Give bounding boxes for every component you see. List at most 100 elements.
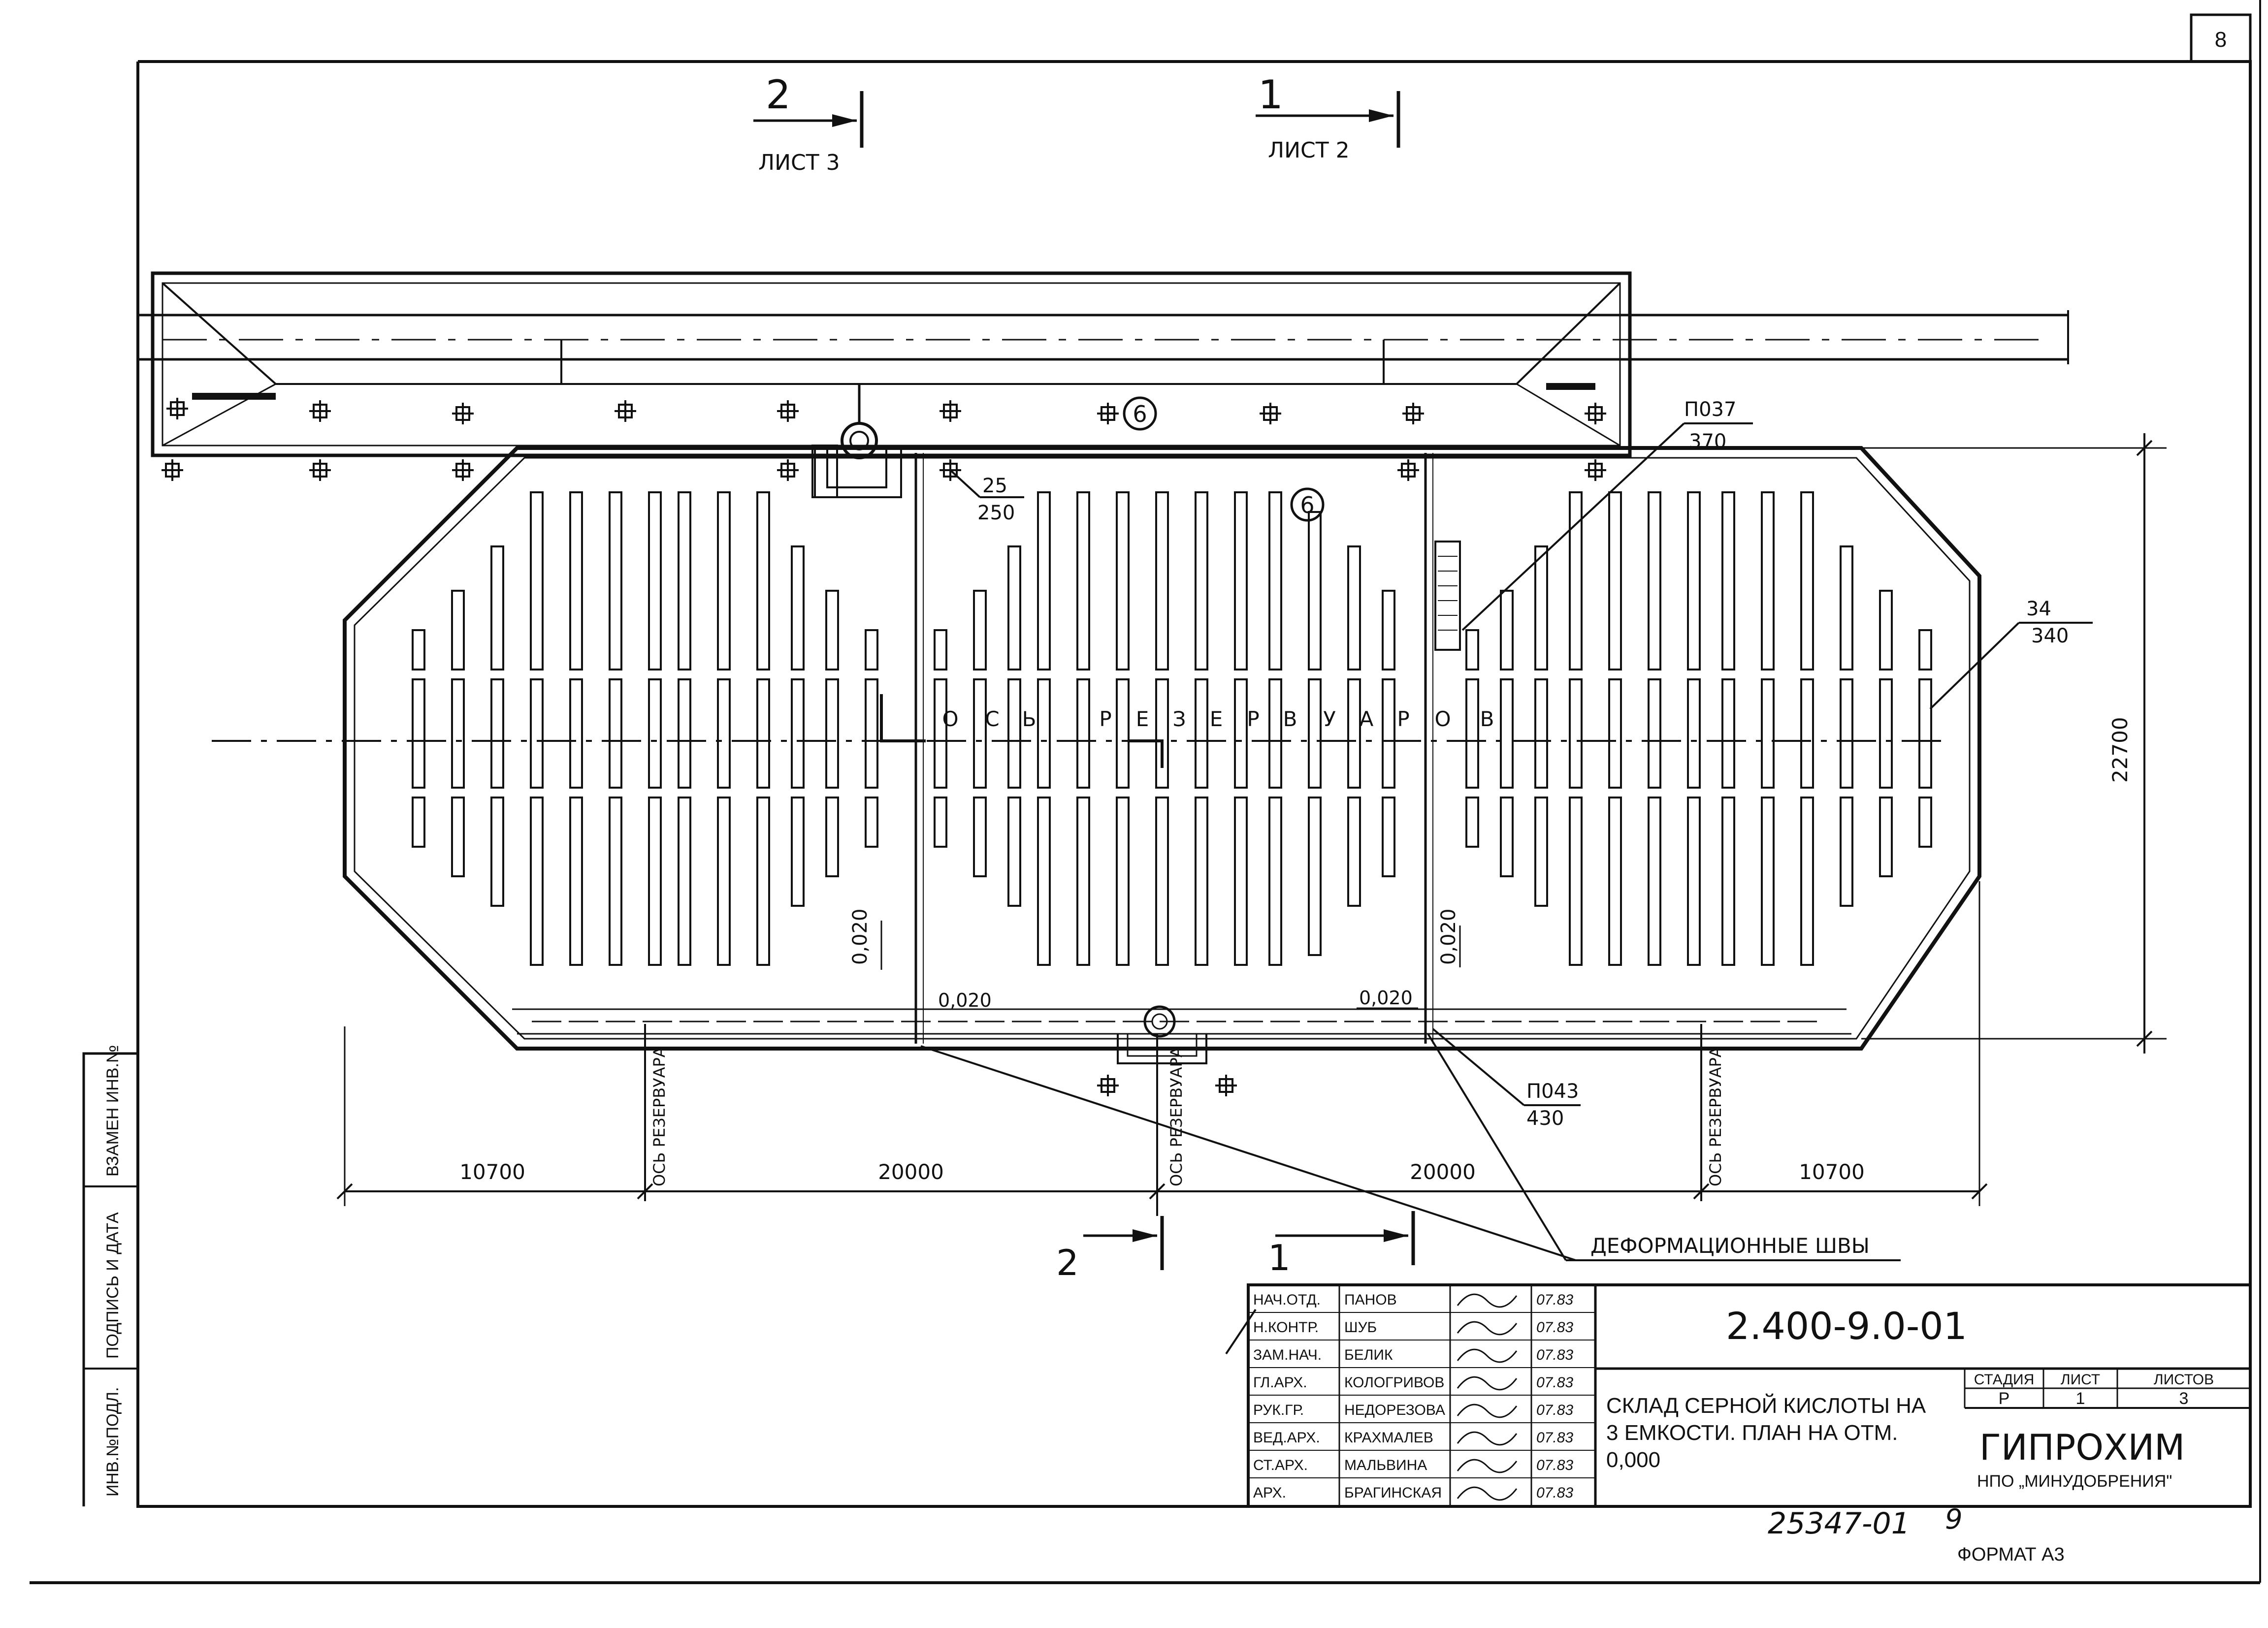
- name: МАЛЬВИНА: [1344, 1457, 1427, 1473]
- support-bar: [791, 545, 805, 670]
- support-bar: [1761, 678, 1775, 789]
- support-bar: [678, 678, 691, 789]
- tank-axis-label: ОСЬ РЕЗЕРВУАРА: [1167, 1047, 1186, 1186]
- support-bar: [1800, 491, 1814, 670]
- axis-letter: Е: [1136, 707, 1149, 731]
- column-marker: [166, 398, 188, 419]
- role: РУК.ГР.: [1253, 1402, 1304, 1418]
- support-bar: [1347, 797, 1361, 907]
- axis-letter: С: [985, 707, 999, 731]
- support-bar: [1382, 678, 1395, 789]
- support-bar: [451, 590, 465, 670]
- support-bar: [1800, 678, 1814, 789]
- support-bar: [973, 678, 987, 789]
- callout-bottom: 370: [1689, 430, 1726, 453]
- support-bar: [1800, 797, 1814, 966]
- dimension-label: 22700: [2108, 717, 2132, 783]
- tank-axis-label: ОСЬ РЕЗЕРВУАРА: [1706, 1047, 1725, 1186]
- dimension-label: 20000: [878, 1160, 944, 1184]
- support-bar: [1608, 491, 1622, 670]
- signature: [1457, 1459, 1518, 1473]
- name: БЕЛИК: [1344, 1347, 1393, 1363]
- column-marker: [1397, 459, 1419, 481]
- stage-value: Р: [1999, 1389, 2010, 1408]
- role: ВЕД.АРХ.: [1253, 1430, 1320, 1446]
- column-marker: [309, 400, 331, 422]
- support-bar: [865, 797, 878, 848]
- upper-trench: [138, 271, 2069, 498]
- support-bar: [1721, 491, 1735, 670]
- support-bar: [1840, 797, 1853, 907]
- archive-number: 25347-01: [1768, 1506, 1910, 1541]
- role: Н.КОНТР.: [1253, 1319, 1319, 1336]
- stamp-signature-date: ПОДПИСЬ И ДАТА: [103, 1212, 122, 1359]
- section-number: 1: [1258, 72, 1283, 118]
- support-bar: [1500, 590, 1514, 670]
- support-bar: [678, 491, 691, 670]
- column-marker: [1097, 403, 1119, 424]
- column-marker: [452, 403, 474, 424]
- sheet-value: 1: [2076, 1389, 2085, 1408]
- support-bar: [1918, 678, 1932, 789]
- column-marker: [940, 400, 961, 422]
- support-bar: [1308, 797, 1322, 956]
- column-marker: [1097, 1075, 1119, 1096]
- support-bar: [1037, 797, 1051, 966]
- section-number: 2: [766, 72, 791, 118]
- support-bar: [1465, 678, 1479, 789]
- support-bar: [1721, 678, 1735, 789]
- date: 07.83: [1536, 1292, 1573, 1308]
- support-bar: [412, 678, 425, 789]
- support-bar: [648, 678, 662, 789]
- name: КРАХМАЛЕВ: [1344, 1430, 1433, 1446]
- callout-bottom: 430: [1526, 1107, 1564, 1130]
- date: 07.83: [1536, 1374, 1573, 1391]
- support-bar: [1840, 678, 1853, 789]
- role: ЗАМ.НАЧ.: [1253, 1347, 1322, 1363]
- support-bar: [1234, 797, 1248, 966]
- support-bar: [1721, 797, 1735, 966]
- callout-6-top: 6: [1123, 396, 1157, 431]
- support-bar: [1268, 491, 1282, 670]
- support-bar: [1687, 491, 1701, 670]
- support-bar: [490, 797, 504, 907]
- support-bar: [865, 629, 878, 670]
- column-marker: [1402, 403, 1424, 424]
- column-marker: [1215, 1075, 1237, 1096]
- axis-letter: Р: [1099, 707, 1111, 731]
- column-marker: [162, 459, 183, 481]
- support-bar: [1879, 797, 1893, 877]
- section-number: 1: [1268, 1237, 1291, 1278]
- axis-letter: У: [1323, 707, 1336, 731]
- organization-name: ГИПРОХИМ: [1979, 1427, 2185, 1468]
- callout-p043: П043 430: [1432, 1028, 1581, 1130]
- support-bar: [1382, 797, 1395, 877]
- support-bar: [934, 629, 947, 670]
- support-bar: [1879, 590, 1893, 670]
- section-mark-bottom-2: 2: [1056, 1216, 1164, 1283]
- role: АРХ.: [1253, 1485, 1286, 1501]
- column-marker: [615, 400, 636, 422]
- support-bar: [1195, 678, 1208, 789]
- support-bar: [490, 545, 504, 670]
- date: 07.83: [1536, 1430, 1573, 1446]
- support-bar: [1382, 590, 1395, 670]
- support-bar: [609, 678, 622, 789]
- dimension-label: 10700: [1799, 1160, 1865, 1184]
- side-stamp: ИНВ.№ПОДЛ. ПОДПИСЬ И ДАТА ВЗАМЕН ИНВ.№: [103, 1045, 122, 1497]
- support-bar: [648, 491, 662, 670]
- title-block-row: ВЕД.АРХ. КРАХМАЛЕВ 07.83: [1248, 1430, 1595, 1451]
- support-bar: [973, 797, 987, 877]
- support-bar: [934, 797, 947, 848]
- support-bar: [717, 678, 731, 789]
- support-bar: [865, 678, 878, 789]
- support-bar: [1687, 678, 1701, 789]
- support-bar: [1037, 491, 1051, 670]
- sheet-header: ЛИСТ: [2061, 1372, 2100, 1388]
